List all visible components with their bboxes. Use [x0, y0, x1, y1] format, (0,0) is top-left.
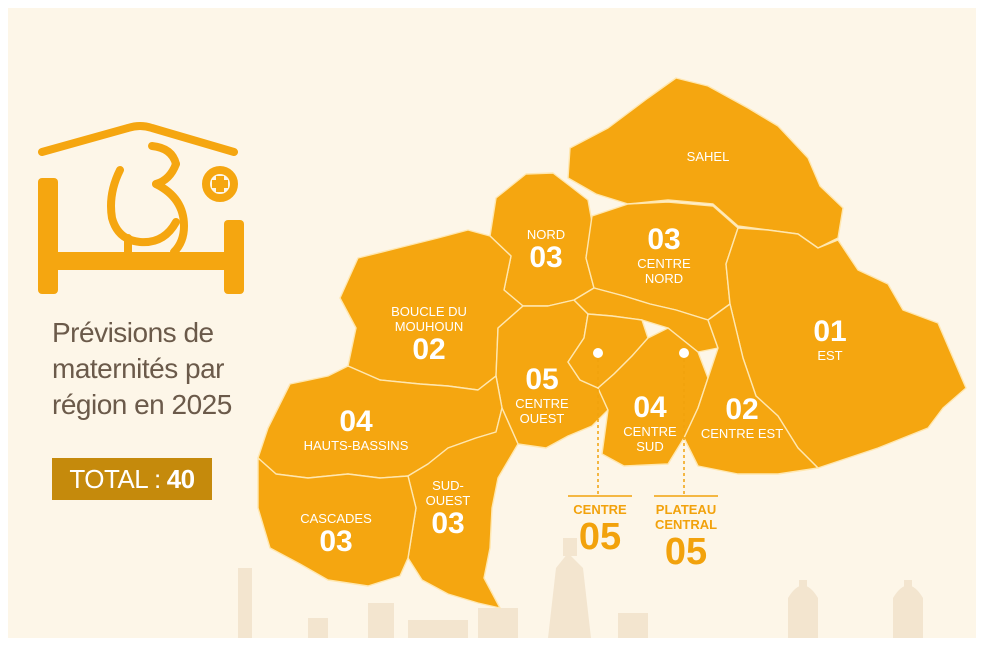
region-label-centre-sud: 04 CENTRE SUD [615, 391, 685, 455]
region-label-hauts-bassins: 04 HAUTS-BASSINS [303, 405, 409, 454]
region-count: 03 [647, 223, 681, 256]
callout-plateau-central: PLATEAU CENTRAL 05 [651, 502, 721, 572]
callout-name: CENTRE [573, 502, 627, 517]
total-label: TOTAL : [69, 463, 161, 494]
title-line-1: Prévisions de [52, 317, 214, 348]
region-label-sud-ouest: SUD-OUEST 03 [423, 478, 473, 540]
region-label-nord: NORD 03 [527, 227, 565, 274]
pregnant-woman-bed-icon [36, 118, 246, 303]
region-name: HAUTS-BASSINS [303, 438, 409, 453]
infographic-title: Prévisions de maternités par région en 2… [52, 315, 272, 423]
callout-count: 05 [664, 531, 708, 573]
region-count: 02 [412, 333, 446, 366]
region-name: EST [817, 348, 843, 363]
region-name: CENTRE NORD [637, 256, 691, 286]
region-label-centre-nord: 03 CENTRE NORD [619, 223, 709, 287]
region-name: CASCADES [300, 511, 372, 526]
region-label-cascades: CASCADES 03 [300, 511, 372, 558]
total-badge: TOTAL : 40 [52, 458, 212, 500]
region-count: 03 [529, 241, 563, 274]
region-name: SUD-OUEST [425, 478, 471, 508]
region-count: 03 [431, 507, 465, 540]
region-count: 04 [633, 391, 667, 424]
region-centre-est [683, 303, 819, 475]
total-value: 40 [166, 463, 195, 494]
region-count: 05 [525, 363, 559, 396]
callout-count: 05 [578, 516, 622, 558]
region-label-centre-est: 02 CENTRE EST [700, 393, 784, 442]
region-cascades [257, 457, 417, 587]
region-count: 02 [725, 393, 759, 426]
region-label-sahel: SAHEL [687, 149, 730, 164]
region-name: CENTRE EST [700, 426, 784, 441]
region-map [257, 77, 967, 609]
infographic-frame: Prévisions de maternités par région en 2… [8, 8, 976, 638]
title-line-3: région en 2025 [52, 389, 232, 420]
region-name: SAHEL [686, 149, 730, 164]
region-count: 03 [319, 525, 353, 558]
region-label-boucle-du-mouhoun: BOUCLE DU MOUHOUN 02 [369, 304, 489, 366]
region-count: 04 [339, 405, 373, 438]
region-label-est: 01 EST [813, 315, 847, 364]
region-name: BOUCLE DU MOUHOUN [391, 304, 467, 334]
skyline-decoration [238, 538, 923, 638]
callout-name: PLATEAU CENTRAL [654, 502, 718, 532]
region-name: CENTRE OUEST [515, 396, 569, 426]
callout-centre: CENTRE 05 [573, 502, 626, 557]
region-count: 01 [813, 315, 847, 348]
title-line-2: maternités par [52, 353, 224, 384]
region-name: CENTRE SUD [623, 424, 677, 454]
region-name: NORD [526, 227, 566, 242]
region-label-centre-ouest: 05 CENTRE OUEST [502, 363, 582, 427]
